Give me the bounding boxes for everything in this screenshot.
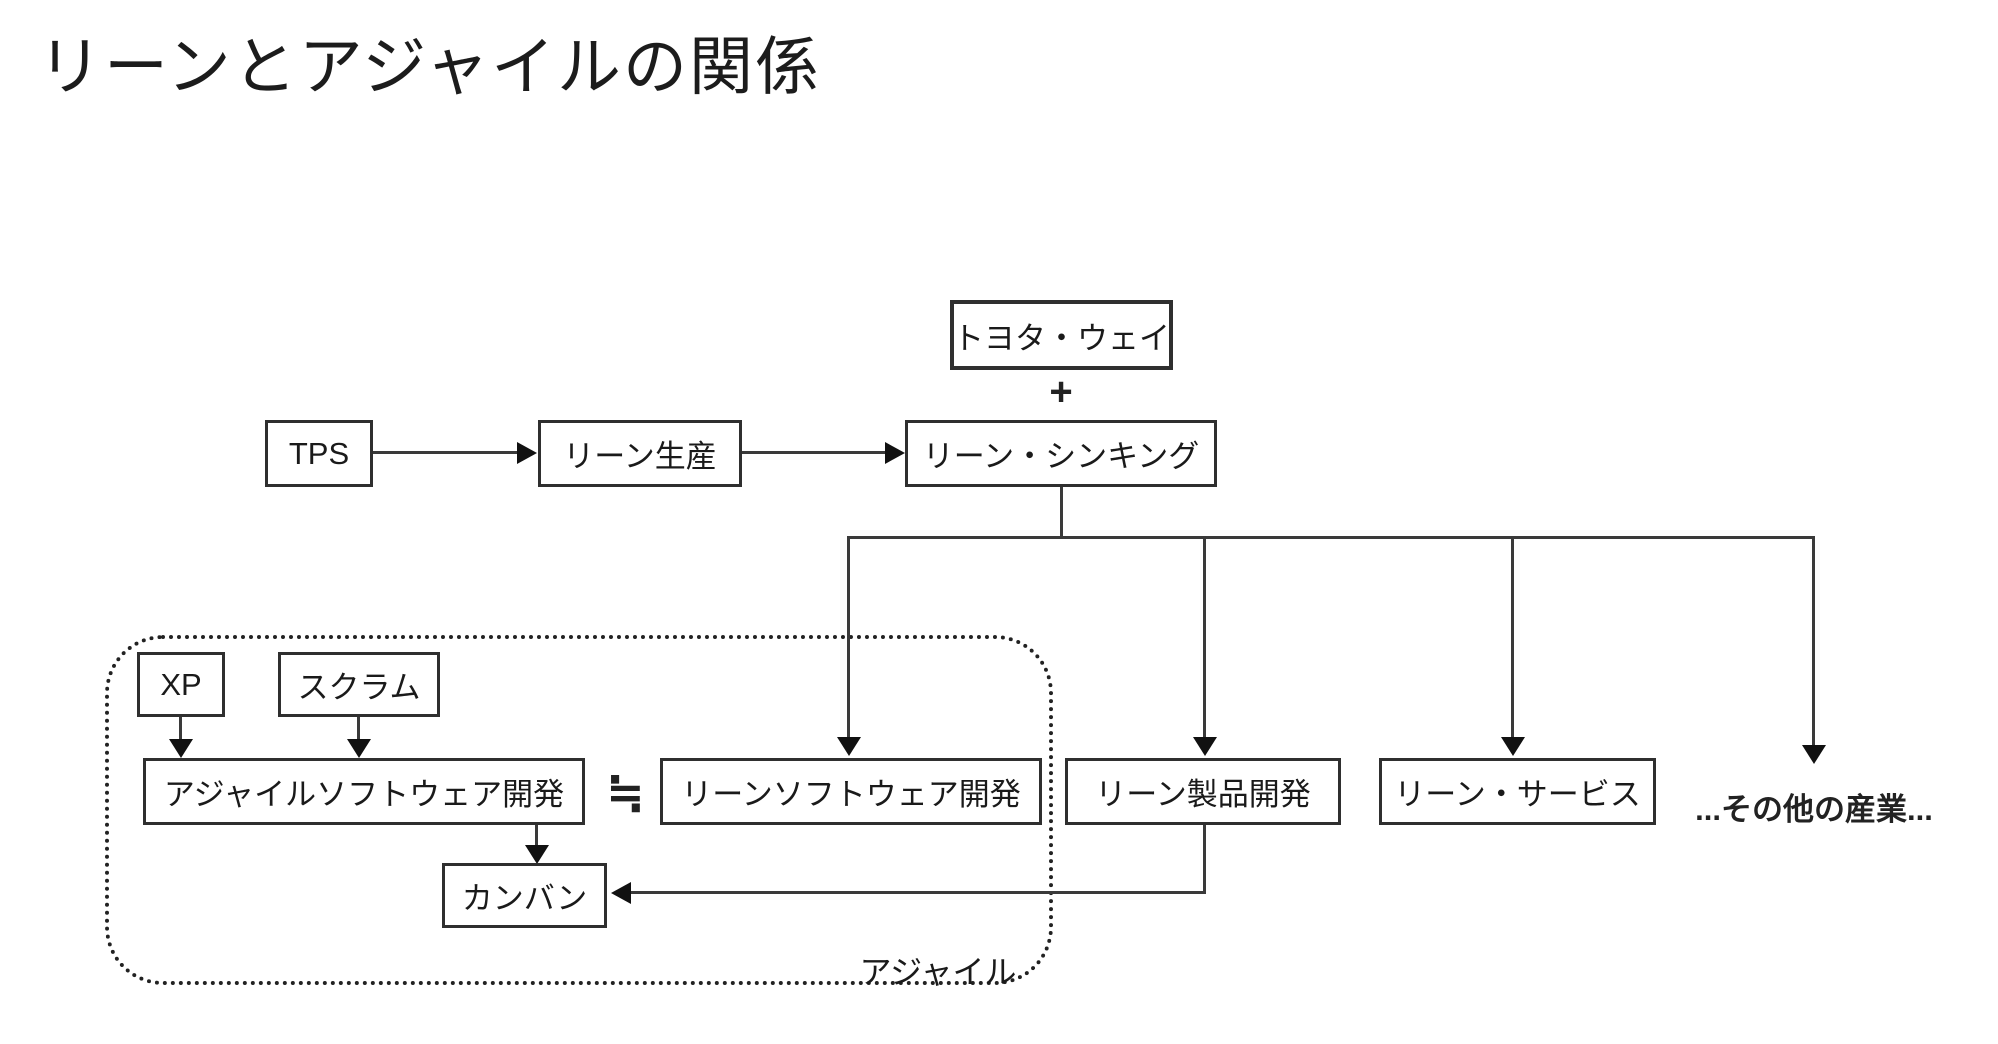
edge-scrum-to-agile-software-dev (357, 717, 360, 741)
node-lean-thinking: リーン・シンキング (905, 420, 1217, 487)
edge-xp-to-agile-software-dev (179, 717, 182, 741)
node-xp: XP (137, 652, 225, 717)
arrow-down-icon (837, 737, 861, 756)
arrow-right-icon (885, 442, 905, 464)
edge-branch-to-other-industries (1812, 536, 1815, 746)
edge-branch-to-lean-service (1511, 536, 1514, 738)
edge-branch-to-lean-software-dev (847, 536, 850, 738)
edge-branch-horizontal (848, 536, 1815, 539)
arrow-left-icon (611, 882, 631, 904)
node-scrum: スクラム (278, 652, 440, 717)
arrow-down-icon (169, 739, 193, 758)
agile-group-label: アジャイル (859, 954, 1017, 990)
node-kanban: カンバン (442, 863, 607, 928)
arrow-down-icon (1802, 745, 1826, 764)
node-lean-production: リーン生産 (538, 420, 742, 487)
arrow-right-icon (517, 442, 537, 464)
edge-lean-product-dev-to-kanban (628, 891, 1206, 894)
edge-lean-product-dev-stem (1203, 825, 1206, 894)
edge-lean-thinking-stem (1060, 487, 1063, 538)
node-tps: TPS (265, 420, 373, 487)
edge-lean-production-to-lean-thinking (742, 451, 890, 454)
arrow-down-icon (1193, 737, 1217, 756)
approx-equal-sign: ≒ (606, 766, 645, 818)
node-lean-product-dev: リーン製品開発 (1065, 758, 1341, 825)
page-title: リーンとアジャイルの関係 (38, 31, 822, 103)
edge-branch-to-lean-product-dev (1203, 536, 1206, 738)
arrow-down-icon (347, 739, 371, 758)
arrow-down-icon (1501, 737, 1525, 756)
edge-agile-software-dev-to-kanban (535, 825, 538, 847)
agile-group-outline (105, 635, 1053, 985)
arrow-down-icon (525, 845, 549, 864)
node-agile-software-dev: アジャイルソフトウェア開発 (143, 758, 585, 825)
edge-tps-to-lean-production (373, 451, 521, 454)
node-lean-service: リーン・サービス (1379, 758, 1656, 825)
plus-sign: + (1049, 369, 1073, 414)
label-other-industries: ...その他の産業... (1695, 791, 1933, 827)
node-toyota-way: トヨタ・ウェイ (950, 300, 1173, 370)
node-lean-software-dev: リーンソフトウェア開発 (660, 758, 1042, 825)
